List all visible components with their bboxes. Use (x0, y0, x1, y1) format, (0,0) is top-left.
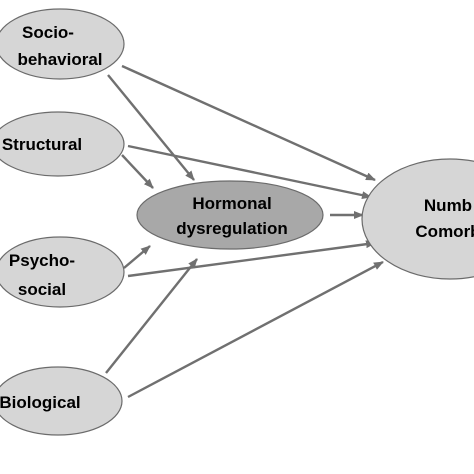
node-psychosocial-label-line1: Psycho- (9, 251, 75, 270)
node-sociobehavioral-ellipse (0, 8, 125, 80)
node-hormonal-label-line1: Hormonal (192, 194, 271, 213)
edge-psychosocial-to-outcome (127, 240, 376, 278)
edge-structural-to-outcome (127, 144, 372, 200)
node-biological-label: Biological (0, 393, 81, 412)
node-structural-label: Structural (2, 135, 82, 154)
node-hormonal-dysregulation: Hormonal dysregulation (136, 180, 324, 250)
edge-layer (105, 64, 384, 399)
node-sociobehavioral: Socio- behavioral (0, 8, 125, 80)
node-sociobehavioral-label-line2: behavioral (17, 50, 102, 69)
node-psychosocial-ellipse (0, 236, 125, 308)
edge-biological-to-outcome (127, 260, 384, 399)
node-biological-ellipse (0, 366, 123, 436)
node-sociobehavioral-label-line1: Socio- (22, 23, 74, 42)
node-outcome-label-line1: Numb (424, 196, 472, 215)
node-outcome-ellipse (361, 158, 474, 280)
node-outcome: Numb Comorb (361, 158, 474, 280)
edge-sociobehavioral-to-hormonal (107, 74, 195, 181)
edge-biological-to-hormonal (105, 258, 198, 374)
node-psychosocial-label-line2: social (18, 280, 66, 299)
node-psychosocial: Psycho- social (0, 236, 125, 308)
edge-sociobehavioral-to-outcome (121, 64, 376, 182)
node-outcome-label-line2: Comorb (415, 222, 474, 241)
edge-structural-to-hormonal (121, 154, 154, 189)
edge-psychosocial-to-hormonal (123, 245, 151, 269)
node-structural: Structural (0, 111, 125, 177)
node-hormonal-ellipse (136, 180, 324, 250)
node-biological: Biological (0, 366, 123, 436)
node-structural-ellipse (0, 111, 125, 177)
node-hormonal-label-line2: dysregulation (176, 219, 287, 238)
